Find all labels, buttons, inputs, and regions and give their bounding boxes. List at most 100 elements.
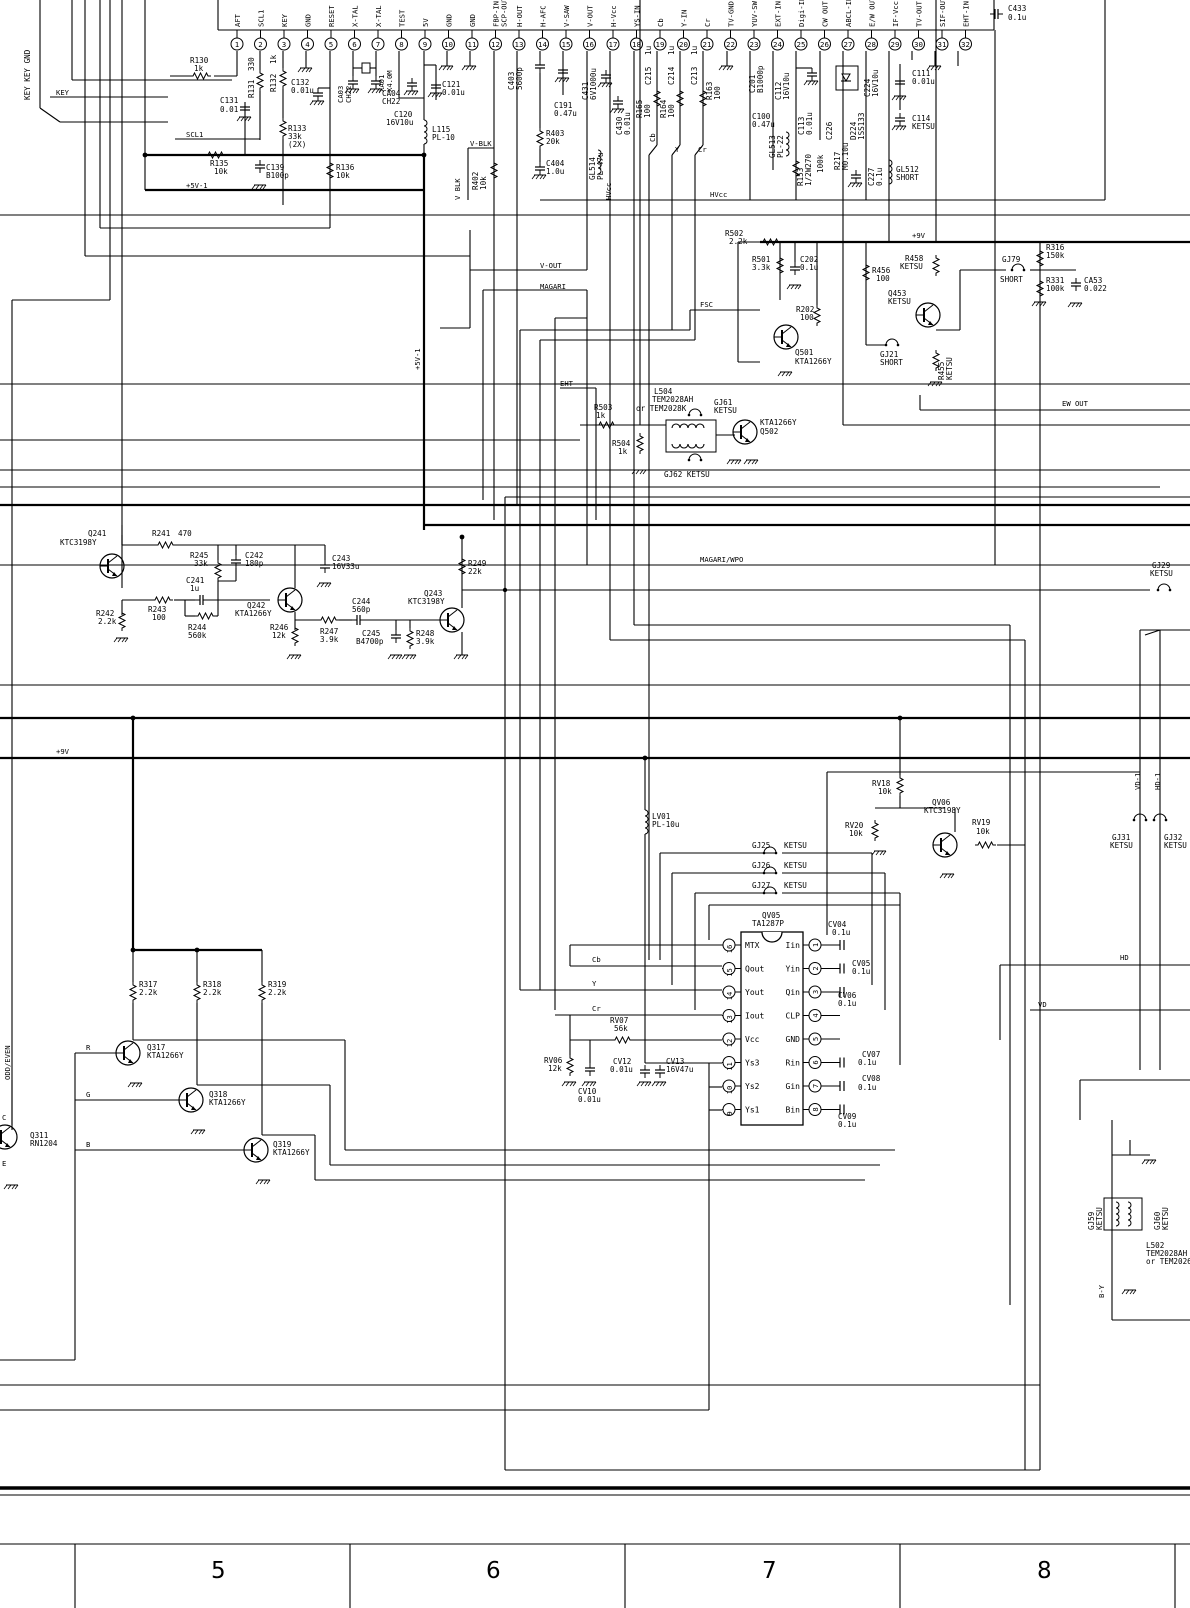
r132-r133: R132 1k R133 33k (2X)	[269, 51, 306, 205]
ic-pin-name: Cb	[656, 18, 665, 27]
svg-text:SHORT: SHORT	[880, 358, 903, 367]
svg-text:GL514: GL514	[588, 157, 597, 180]
c191: C191 0.47u	[554, 101, 577, 118]
svg-text:C215: C215	[644, 67, 653, 85]
svg-text:16V10u: 16V10u	[782, 73, 791, 100]
rv18-qv06: RV18 10k RV20 10k QV06 KTC3198Y RV19 10k	[845, 715, 1025, 879]
c114: C114 KETSU	[912, 114, 935, 131]
rgb-driver-section: R317 2.2k R318 2.2k R319 2.2k Q317 KTA12…	[0, 715, 895, 1361]
svg-text:R135: R135	[210, 159, 228, 168]
ic-pin-name: EXT-IN	[774, 1, 783, 27]
ic-pin-name: EHT-IN	[962, 1, 971, 27]
svg-text:R243: R243	[148, 605, 166, 614]
c226: C226 100k	[816, 121, 834, 173]
l504-section: R503 1k R504 1k L504 TEM2028AH or TEM202…	[580, 0, 797, 479]
ic-pin-name: AFT	[233, 13, 242, 27]
gj25-gj27-jumpers: GJ25 KETSU GJ26 KETSU GJ27 KETSU	[660, 841, 900, 895]
ic-pin-name: YUV-SW	[750, 0, 759, 27]
svg-text:GJ79: GJ79	[1002, 255, 1021, 264]
svg-text:CV07: CV07	[862, 1050, 880, 1059]
svg-text:1u: 1u	[667, 46, 676, 55]
svg-text:KETSU: KETSU	[714, 406, 737, 415]
l502-section: GJ59 KETSU GJ60 KETSU L502 TEM2028AH or …	[1087, 1120, 1190, 1321]
ic-pin-name: V-OUT	[586, 5, 595, 27]
net-v-blk: V-BLK	[470, 139, 492, 148]
svg-text:C131: C131	[220, 96, 239, 105]
svg-text:+5V-1: +5V-1	[413, 348, 422, 370]
grid-col-5: 5	[211, 1558, 226, 1584]
qv05-pin-number: 10	[725, 1086, 734, 1095]
svg-text:33k: 33k	[194, 559, 208, 568]
qv05-pin-name: Qin	[786, 988, 801, 997]
svg-text:KTA1266Y: KTA1266Y	[760, 418, 797, 427]
svg-text:12k: 12k	[548, 1064, 562, 1073]
svg-text:+5V-1: +5V-1	[186, 181, 208, 190]
svg-text:or TEM2026: or TEM2026	[1146, 1257, 1190, 1266]
svg-text:R241: R241	[152, 529, 171, 538]
c113: C113 0.01u	[797, 112, 814, 135]
svg-text:GJ59: GJ59	[1087, 1211, 1096, 1230]
qv05-pin-name: GND	[786, 1035, 801, 1044]
svg-text:16V10u: 16V10u	[871, 70, 880, 97]
svg-text:KETSU: KETSU	[945, 357, 954, 380]
main-ic-pin-header	[217, 0, 995, 31]
svg-text:GJ29: GJ29	[1152, 561, 1171, 570]
svg-text:B: B	[86, 1140, 90, 1149]
svg-text:CH22: CH22	[344, 86, 353, 103]
ic-pin-number: 11	[468, 40, 477, 49]
svg-text:C227: C227	[867, 168, 876, 186]
svg-text:RV20: RV20	[845, 821, 864, 830]
svg-text:1k: 1k	[596, 411, 606, 420]
svg-text:G: G	[86, 1090, 90, 1099]
svg-text:RV06: RV06	[544, 1056, 563, 1065]
c431: C431 6V1000u	[581, 68, 598, 100]
ic-pin-name: 5V	[421, 18, 430, 27]
svg-text:16V47u: 16V47u	[666, 1065, 693, 1074]
svg-text:GJ27: GJ27	[752, 881, 770, 890]
ic-pin-name: IF-Vcc	[891, 1, 900, 27]
ic-pin-number: 14	[538, 40, 547, 49]
svg-text:22k: 22k	[468, 567, 482, 576]
svg-text:KETSU: KETSU	[1161, 1207, 1170, 1230]
ic-pin-number: 9	[423, 40, 427, 49]
net-eht: EHT	[560, 379, 574, 388]
svg-text:0.1u: 0.1u	[838, 999, 856, 1008]
r163: R163 100	[699, 82, 722, 110]
svg-text:QV05: QV05	[762, 911, 780, 920]
svg-text:PL-10u: PL-10u	[652, 820, 679, 829]
qv05-pin-name: Bin	[786, 1106, 801, 1115]
svg-text:LV01: LV01	[652, 812, 671, 821]
svg-text:CV13: CV13	[666, 1057, 684, 1066]
svg-text:GJ60: GJ60	[1153, 1211, 1162, 1230]
net-scl1: SCL1	[186, 130, 203, 139]
svg-text:B-Y: B-Y	[1097, 1284, 1106, 1298]
qv05-pin-number: 8	[811, 1107, 820, 1111]
r165: R165 100	[635, 87, 661, 118]
svg-text:100: 100	[643, 104, 652, 118]
svg-text:KTA1266Y: KTA1266Y	[147, 1051, 184, 1060]
svg-text:R319: R319	[268, 980, 287, 989]
ic-pin-name: E/W OUT	[868, 0, 877, 27]
svg-text:(2X): (2X)	[288, 140, 306, 149]
svg-text:R246: R246	[270, 623, 289, 632]
ic-pin-number: 29	[891, 40, 900, 49]
ic-pin-name: Cr	[703, 18, 712, 27]
svg-text:R202: R202	[796, 305, 814, 314]
ic-pin-number: 31	[938, 40, 947, 49]
qv05-pin-name: Iin	[786, 941, 801, 950]
net-cb-2: Cb	[592, 955, 601, 964]
net-cr-2: Cr	[592, 1004, 601, 1013]
svg-text:C: C	[2, 1113, 6, 1122]
